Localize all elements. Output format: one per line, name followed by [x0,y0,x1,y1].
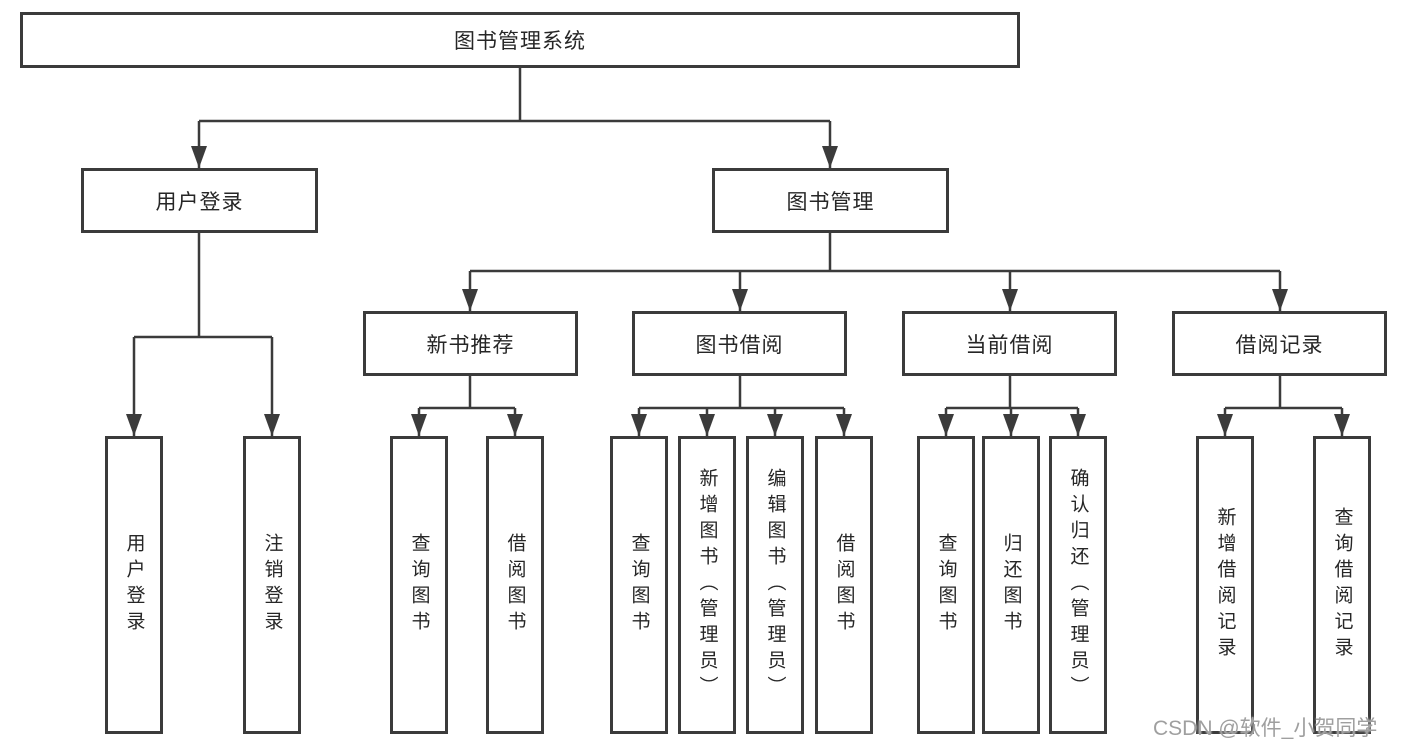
node-current-borrow: 当前借阅 [902,311,1117,376]
csdn-watermark: CSDN @软件_小贺同学 [1153,717,1378,740]
arrow-down-icon [411,414,427,436]
node-records-query-label: 查询借阅记录 [1331,507,1353,663]
node-borrow-records-label: 借阅记录 [1235,333,1324,357]
arrowheads [126,146,1350,436]
node-current-query-label: 查询图书 [935,533,957,637]
node-user-login-label: 用户登录 [155,190,244,214]
arrow-down-icon [699,414,715,436]
node-records-query: 查询借阅记录 [1313,436,1371,734]
node-current-query: 查询图书 [917,436,975,734]
arrow-down-icon [1002,289,1018,311]
connector-book-mgmt-branch [468,233,1282,311]
node-current-borrow-label: 当前借阅 [965,333,1054,357]
arrow-down-icon [126,414,142,436]
node-borrow-records: 借阅记录 [1172,311,1387,376]
node-current-return-label: 归还图书 [1000,533,1022,637]
node-records-add: 新增借阅记录 [1196,436,1254,734]
node-borrow-edit-admin-label: 编辑图书（管理员） [764,468,786,702]
arrow-down-icon [822,146,838,168]
node-book-borrow-label: 图书借阅 [695,333,784,357]
node-book-management: 图书管理 [712,168,949,233]
node-borrow-add-admin-label: 新增图书（管理员） [696,468,718,702]
node-new-book-recommend-label: 新书推荐 [426,333,515,357]
node-current-return: 归还图书 [982,436,1040,734]
node-book-management-label: 图书管理 [786,190,875,214]
node-login-action: 用户登录 [105,436,163,734]
arrow-down-icon [1272,289,1288,311]
node-borrow-borrow-label: 借阅图书 [833,533,855,637]
node-library-system-label: 图书管理系统 [454,30,586,53]
arrow-down-icon [1334,414,1350,436]
node-logout-action-label: 注销登录 [261,533,283,637]
node-current-confirm-admin: 确认归还（管理员） [1049,436,1107,734]
node-newbook-query: 查询图书 [390,436,448,734]
arrow-down-icon [836,414,852,436]
connector-user-login-branch [132,233,274,436]
node-library-system: 图书管理系统 [20,12,1020,68]
node-new-book-recommend: 新书推荐 [363,311,578,376]
node-book-borrow: 图书借阅 [632,311,847,376]
node-user-login: 用户登录 [81,168,318,233]
connector-borrow-branch [637,376,846,436]
connector-newbook-branch [417,376,517,436]
node-newbook-query-label: 查询图书 [408,533,430,637]
node-newbook-borrow-label: 借阅图书 [504,533,526,637]
node-current-confirm-admin-label: 确认归还（管理员） [1067,468,1089,702]
node-login-action-label: 用户登录 [123,533,145,637]
arrow-down-icon [938,414,954,436]
arrow-down-icon [507,414,523,436]
arrow-down-icon [191,146,207,168]
arrow-down-icon [264,414,280,436]
arrow-down-icon [462,289,478,311]
arrow-down-icon [732,289,748,311]
arrow-down-icon [767,414,783,436]
arrow-down-icon [1217,414,1233,436]
node-logout-action: 注销登录 [243,436,301,734]
node-borrow-query: 查询图书 [610,436,668,734]
node-borrow-borrow: 借阅图书 [815,436,873,734]
node-borrow-edit-admin: 编辑图书（管理员） [746,436,804,734]
arrow-down-icon [631,414,647,436]
node-borrow-add-admin: 新增图书（管理员） [678,436,736,734]
connector-root-branch [197,68,832,168]
arrow-down-icon [1003,414,1019,436]
node-records-add-label: 新增借阅记录 [1214,507,1236,663]
node-newbook-borrow: 借阅图书 [486,436,544,734]
arrow-down-icon [1070,414,1086,436]
connector-records-branch [1223,376,1344,436]
node-borrow-query-label: 查询图书 [628,533,650,637]
